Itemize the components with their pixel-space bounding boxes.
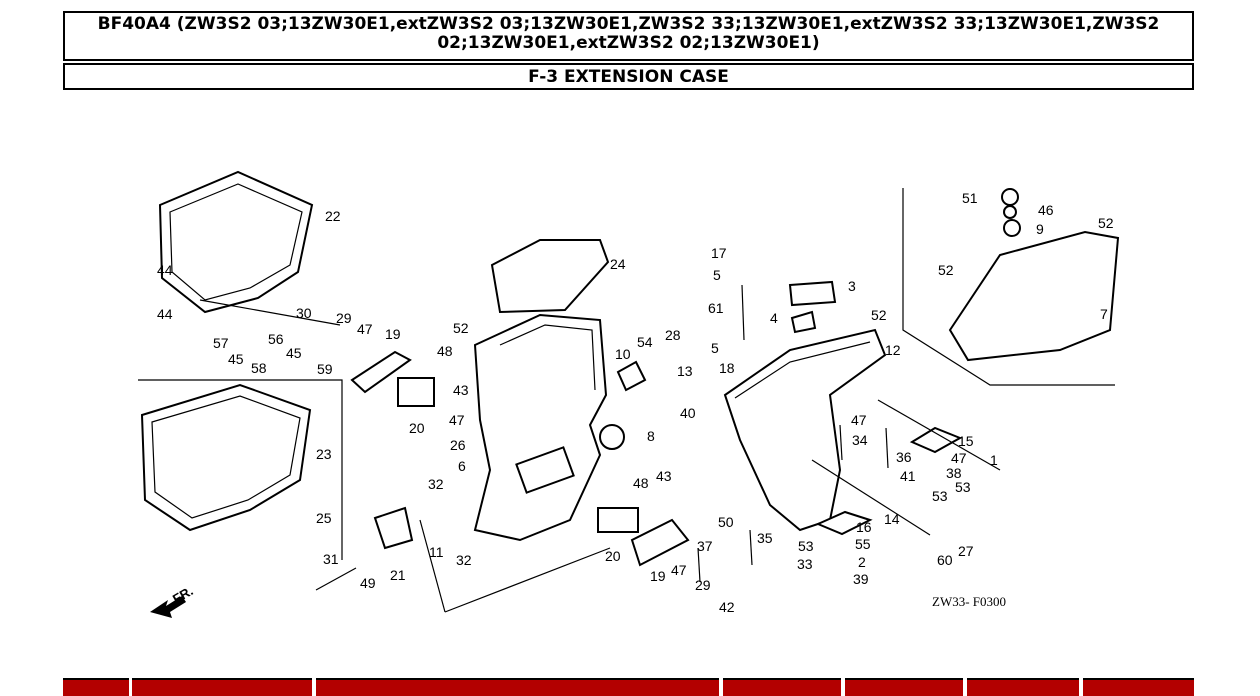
callout-45b[interactable]: 45: [286, 345, 302, 361]
callout-22[interactable]: 22: [325, 208, 341, 224]
callout-39[interactable]: 39: [853, 571, 869, 587]
callout-34[interactable]: 34: [852, 432, 868, 448]
callout-47d[interactable]: 47: [951, 450, 967, 466]
callout-29a[interactable]: 29: [336, 310, 352, 326]
callout-43b[interactable]: 43: [656, 468, 672, 484]
table-header-cell: [967, 678, 1079, 696]
under-cover-lower[interactable]: [138, 379, 343, 560]
callout-33[interactable]: 33: [797, 556, 813, 572]
callout-19b[interactable]: 19: [650, 568, 666, 584]
callout-59[interactable]: 59: [317, 361, 333, 377]
model-header: BF40A4 (ZW3S2 03;13ZW30E1,extZW3S2 03;13…: [63, 11, 1194, 61]
callout-45a[interactable]: 45: [228, 351, 244, 367]
callout-24[interactable]: 24: [610, 256, 626, 272]
callout-10[interactable]: 10: [615, 346, 631, 362]
callout-53a[interactable]: 53: [955, 479, 971, 495]
callout-23[interactable]: 23: [316, 446, 332, 462]
callout-21[interactable]: 21: [390, 567, 406, 583]
callout-31[interactable]: 31: [323, 551, 339, 567]
front-direction-arrow: FR.: [150, 583, 196, 618]
figure-code[interactable]: ZW33- F0300: [932, 594, 1006, 609]
table-header-cell: [63, 678, 129, 696]
callout-48a[interactable]: 48: [437, 343, 453, 359]
small-parts[interactable]: [315, 280, 1001, 613]
callout-53c[interactable]: 53: [798, 538, 814, 554]
callout-20b[interactable]: 20: [605, 548, 621, 564]
callout-13[interactable]: 13: [677, 363, 693, 379]
callout-38[interactable]: 38: [946, 465, 962, 481]
callout-7[interactable]: 7: [1100, 306, 1108, 322]
callout-52b[interactable]: 52: [938, 262, 954, 278]
callout-44a[interactable]: 44: [157, 262, 173, 278]
inset-housing[interactable]: [902, 188, 1120, 386]
callout-1[interactable]: 1: [990, 452, 998, 468]
callout-48b[interactable]: 48: [633, 475, 649, 491]
callout-25[interactable]: 25: [316, 510, 332, 526]
callout-15[interactable]: 15: [958, 433, 974, 449]
callout-4[interactable]: 4: [770, 310, 778, 326]
table-header-cell: [845, 678, 963, 696]
table-header-cell: [132, 678, 312, 696]
callout-61[interactable]: 61: [708, 300, 724, 316]
callout-44b[interactable]: 44: [157, 306, 173, 322]
callout-52a[interactable]: 52: [1098, 215, 1114, 231]
callout-47e[interactable]: 47: [671, 562, 687, 578]
exploded-parts-diagram: 1 2 3 4 5 5 6 7 8 9 10 11 12 13 14 15 16…: [138, 170, 1120, 618]
callout-57[interactable]: 57: [213, 335, 229, 351]
callout-35[interactable]: 35: [757, 530, 773, 546]
callout-40[interactable]: 40: [680, 405, 696, 421]
callout-50[interactable]: 50: [718, 514, 734, 530]
callout-55[interactable]: 55: [855, 536, 871, 552]
callout-47b[interactable]: 47: [449, 412, 465, 428]
callout-28[interactable]: 28: [665, 327, 681, 343]
callout-32b[interactable]: 32: [456, 552, 472, 568]
callout-9[interactable]: 9: [1036, 221, 1044, 237]
callout-51[interactable]: 51: [962, 190, 978, 206]
extension-case[interactable]: [473, 313, 608, 542]
callout-3[interactable]: 3: [848, 278, 856, 294]
callout-17[interactable]: 17: [711, 245, 727, 261]
callout-18[interactable]: 18: [719, 360, 735, 376]
callout-42[interactable]: 42: [719, 599, 735, 615]
callout-52c[interactable]: 52: [871, 307, 887, 323]
table-header-cell: [723, 678, 841, 696]
gasket-seal[interactable]: [490, 239, 610, 314]
callout-41[interactable]: 41: [900, 468, 916, 484]
callout-56[interactable]: 56: [268, 331, 284, 347]
callout-19a[interactable]: 19: [385, 326, 401, 342]
callout-8[interactable]: 8: [647, 428, 655, 444]
table-header-cell: [316, 678, 719, 696]
callout-60[interactable]: 60: [937, 552, 953, 568]
callout-32a[interactable]: 32: [428, 476, 444, 492]
callout-30[interactable]: 30: [296, 305, 312, 321]
callout-46[interactable]: 46: [1038, 202, 1054, 218]
callout-58[interactable]: 58: [251, 360, 267, 376]
callout-47a[interactable]: 47: [357, 321, 373, 337]
callout-49[interactable]: 49: [360, 575, 376, 591]
section-title: F-3 EXTENSION CASE: [63, 63, 1194, 90]
callout-52d[interactable]: 52: [453, 320, 469, 336]
callout-20a[interactable]: 20: [409, 420, 425, 436]
callout-36[interactable]: 36: [896, 449, 912, 465]
callout-43a[interactable]: 43: [453, 382, 469, 398]
callout-27[interactable]: 27: [958, 543, 974, 559]
callout-37[interactable]: 37: [697, 538, 713, 554]
table-header-cell: [1083, 678, 1194, 696]
callout-11[interactable]: 11: [429, 544, 444, 560]
gear-case-assembly[interactable]: [723, 328, 887, 532]
callout-47c[interactable]: 47: [851, 412, 867, 428]
callout-26[interactable]: 26: [450, 437, 466, 453]
callout-29b[interactable]: 29: [695, 577, 711, 593]
callout-16[interactable]: 16: [856, 519, 872, 535]
callout-6[interactable]: 6: [458, 458, 466, 474]
callout-2[interactable]: 2: [858, 554, 866, 570]
callout-5b[interactable]: 5: [711, 340, 719, 356]
callout-12[interactable]: 12: [885, 342, 901, 358]
under-cover-upper[interactable]: [158, 170, 341, 326]
callout-54[interactable]: 54: [637, 334, 653, 350]
callout-14[interactable]: 14: [884, 511, 900, 527]
callout-53b[interactable]: 53: [932, 488, 948, 504]
callout-5a[interactable]: 5: [713, 267, 721, 283]
